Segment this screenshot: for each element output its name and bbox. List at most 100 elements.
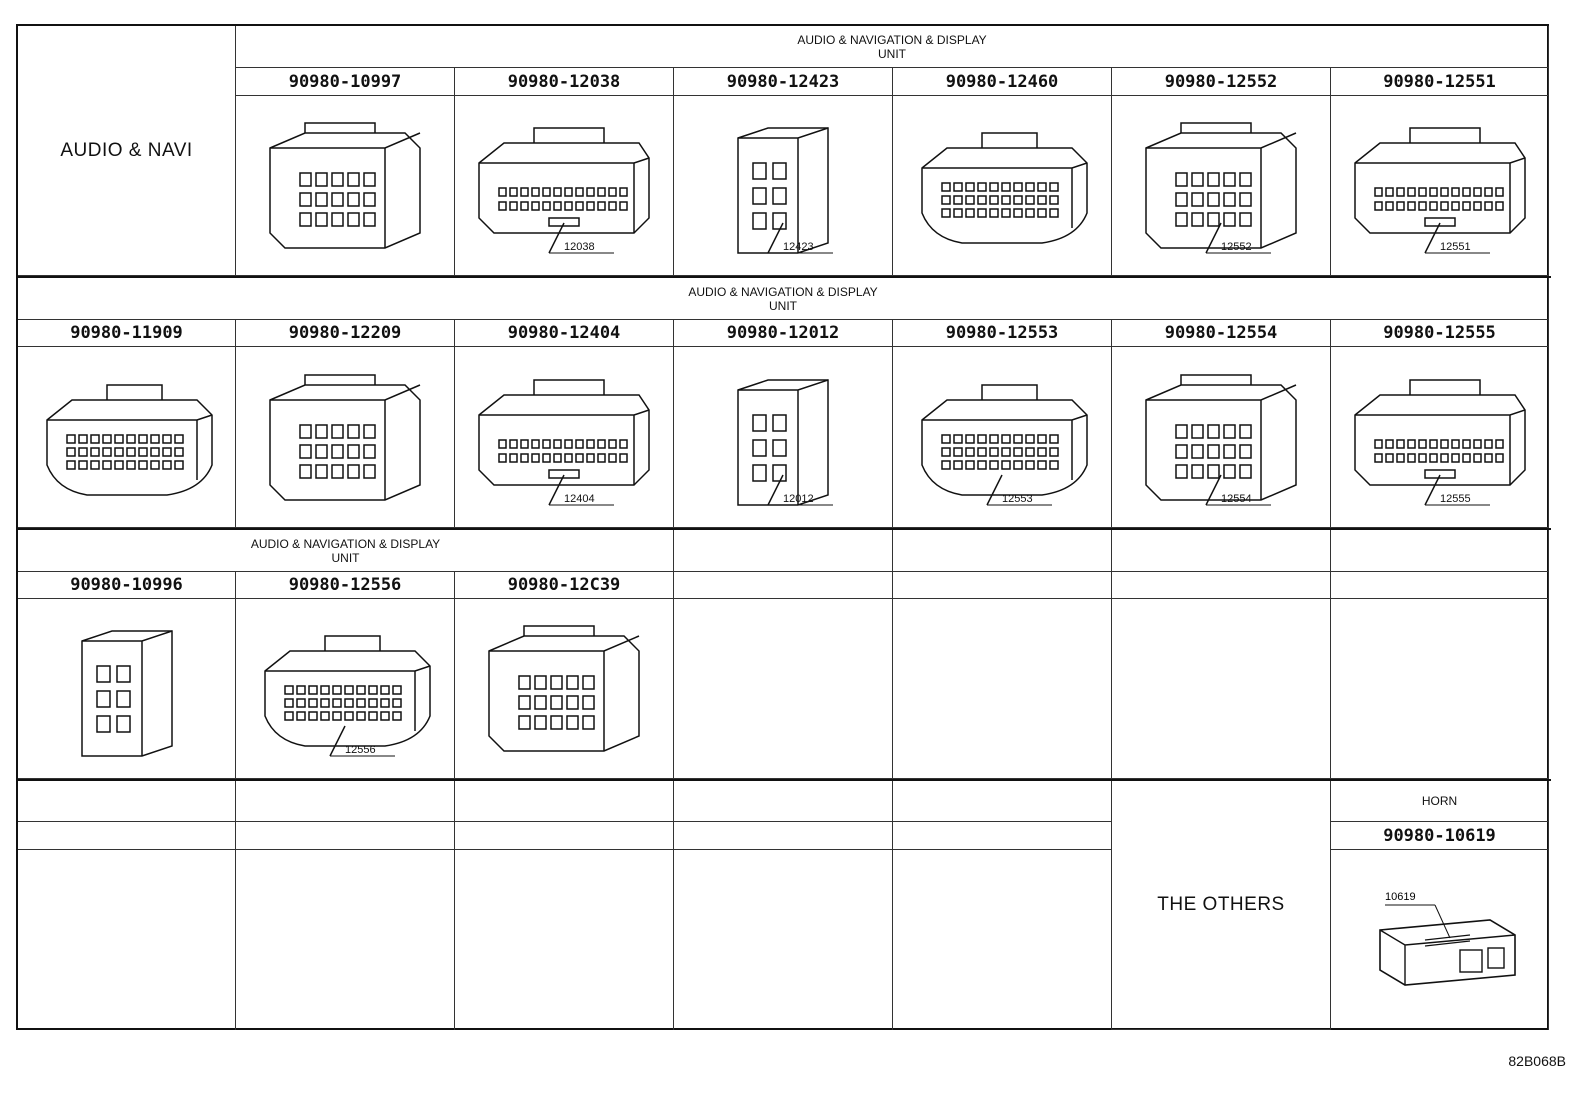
part-number-text: 90980-12553	[945, 323, 1059, 343]
empty-image-cell	[674, 850, 893, 1030]
empty-pn-cell	[18, 822, 236, 850]
part-number: 90980-12209	[236, 320, 455, 347]
callout-label: 12555	[1440, 493, 1471, 505]
connector-image-cell	[455, 599, 674, 779]
connector-image-cell: 12552	[1112, 96, 1331, 276]
part-number-text: 90980-12552	[1164, 71, 1278, 92]
empty-header-cell	[674, 781, 893, 822]
part-number-horn: 90980-10619	[1331, 822, 1549, 850]
row3-header: AUDIO & NAVIGATION & DISPLAY UNIT	[18, 530, 674, 572]
part-number-text: 90980-12554	[1164, 323, 1278, 343]
connector-image-cell: 12554	[1112, 347, 1331, 528]
empty-header-cell	[674, 530, 893, 572]
connector-image-cell: 12553	[893, 347, 1112, 528]
part-number: 90980-12460	[893, 68, 1112, 96]
others-label-text: THE OTHERS	[1157, 894, 1285, 915]
callout-label: 12038	[564, 241, 595, 253]
connector-drawing-icon	[269, 373, 421, 501]
horn-header: HORN	[1331, 781, 1549, 822]
part-number: 90980-12554	[1112, 320, 1331, 347]
connector-drawing-icon	[488, 625, 640, 752]
callout-label: 12012	[783, 493, 814, 505]
connector-drawing-icon	[921, 132, 1088, 244]
part-number-text: 90980-12555	[1383, 323, 1496, 343]
header-line2: UNIT	[769, 298, 797, 313]
connector-image-cell: 12038	[455, 96, 674, 276]
row2-header: AUDIO & NAVIGATION & DISPLAY UNIT	[18, 278, 1549, 320]
connector-drawing-icon: 12038	[478, 127, 650, 254]
empty-pn-cell	[455, 822, 674, 850]
empty-pn-cell	[674, 822, 893, 850]
empty-header-cell	[236, 781, 455, 822]
part-number-text: 90980-12551	[1383, 71, 1496, 92]
part-number: 90980-11909	[18, 320, 236, 347]
part-number: 90980-10997	[236, 68, 455, 96]
empty-image-cell	[455, 850, 674, 1030]
part-number-text: 90980-10997	[288, 71, 402, 92]
part-number-text: 90980-11909	[70, 323, 183, 343]
connector-drawing-icon: 12553	[921, 383, 1088, 505]
callout-label: 12551	[1440, 241, 1471, 253]
empty-pn-cell	[893, 822, 1112, 850]
part-number-text: 90980-12209	[288, 323, 402, 343]
header-line1: AUDIO & NAVIGATION & DISPLAY	[797, 32, 987, 47]
group-label-audio-navi: AUDIO & NAVI	[18, 26, 236, 276]
connector-drawing-icon	[80, 630, 173, 757]
connector-drawing-icon: 12404	[478, 378, 650, 505]
connector-drawing-icon: 12554	[1145, 373, 1297, 505]
connector-image-cell: 12423	[674, 96, 893, 276]
header-line1: AUDIO & NAVIGATION & DISPLAY	[688, 284, 878, 299]
part-number-text: 90980-12556	[288, 575, 402, 595]
connector-drawing-icon: 12556	[264, 635, 431, 757]
empty-image-cell	[1112, 599, 1331, 779]
connector-drawing-icon: 12551	[1353, 127, 1526, 254]
callout-label: 12554	[1221, 493, 1252, 505]
empty-image-cell	[236, 850, 455, 1030]
connector-drawing-icon	[269, 122, 421, 249]
part-number-text: 90980-12404	[507, 323, 621, 343]
header-line2: UNIT	[331, 550, 360, 565]
part-number-text: 90980-12012	[726, 323, 840, 343]
horn-connector-cell: 10619	[1331, 850, 1549, 1030]
part-number: 90980-12404	[455, 320, 674, 347]
part-number: 90980-12552	[1112, 68, 1331, 96]
connector-image-cell: 12556	[236, 599, 455, 779]
empty-pn-cell	[1112, 572, 1331, 599]
empty-header-cell	[18, 781, 236, 822]
part-number: 90980-12038	[455, 68, 674, 96]
others-label: THE OTHERS	[1112, 781, 1331, 1030]
empty-header-cell	[893, 781, 1112, 822]
row-divider	[18, 276, 1551, 278]
connector-image-cell	[18, 599, 236, 779]
connector-drawing-icon: 12423	[737, 127, 833, 254]
empty-pn-cell	[674, 572, 893, 599]
connector-drawing-icon: 12552	[1145, 122, 1297, 254]
group-label-text: AUDIO & NAVI	[60, 139, 193, 161]
horn-header-text: HORN	[1421, 794, 1458, 808]
connector-image-cell: 12404	[455, 347, 674, 528]
empty-pn-cell	[1331, 572, 1549, 599]
connector-list-table: AUDIO & NAVI AUDIO & NAVIGATION & DISPLA…	[16, 24, 1551, 1030]
connector-image-cell: 12012	[674, 347, 893, 528]
part-number: 90980-12553	[893, 320, 1112, 347]
part-number: 90980-12556	[236, 572, 455, 599]
part-number-text: 90980-10619	[1383, 825, 1496, 846]
empty-image-cell	[893, 599, 1112, 779]
callout-label: 12552	[1221, 241, 1252, 253]
header-line1: AUDIO & NAVIGATION & DISPLAY	[250, 536, 441, 551]
part-number-text: 90980-12038	[507, 71, 621, 92]
connector-drawing-icon: 12555	[1353, 378, 1526, 505]
empty-header-cell	[1112, 530, 1331, 572]
connector-image-cell	[236, 347, 455, 528]
part-number-text: 90980-12423	[726, 71, 840, 92]
empty-image-cell	[674, 599, 893, 779]
empty-image-cell	[18, 850, 236, 1030]
connector-image-cell	[18, 347, 236, 528]
connector-drawing-icon: 10619	[1378, 891, 1516, 986]
callout-label: 12553	[1002, 493, 1033, 505]
part-number: 90980-12012	[674, 320, 893, 347]
connector-image-cell	[893, 96, 1112, 276]
connector-drawing-icon: 12012	[737, 378, 833, 506]
connector-image-cell: 12555	[1331, 347, 1549, 528]
callout-label: 12404	[564, 493, 595, 505]
